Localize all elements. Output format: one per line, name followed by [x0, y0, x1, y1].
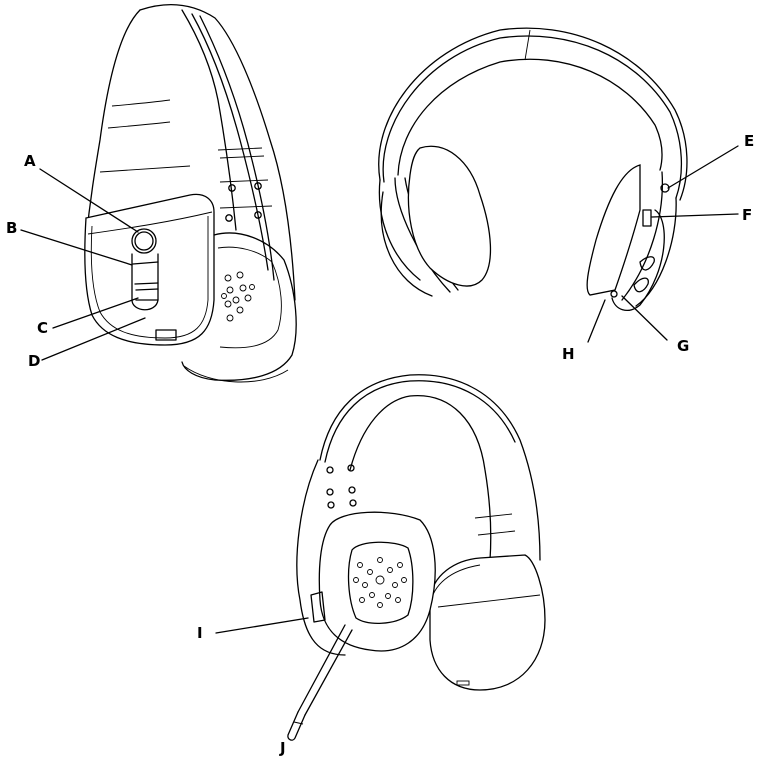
- callout-label-c: C: [37, 319, 49, 337]
- speaker-grille-2: [353, 557, 407, 608]
- callout-label-g: G: [677, 337, 690, 355]
- volume-slider: [642, 209, 652, 227]
- callout-lines-mic: [215, 617, 309, 634]
- power-button-ring: [131, 228, 157, 254]
- callout-label-h: H: [562, 345, 575, 363]
- callout-label-a: A: [24, 152, 36, 170]
- callout-lines-front: [587, 145, 739, 343]
- mic-view-headset: [287, 374, 546, 741]
- callout-lines-side: [20, 168, 146, 361]
- power-button: [134, 231, 154, 251]
- callout-label-b: B: [6, 219, 18, 237]
- callout-label-f: F: [742, 206, 753, 224]
- callout-label-i: I: [197, 624, 203, 642]
- speaker-grille: [221, 271, 255, 322]
- callout-label-d: D: [28, 352, 41, 370]
- callout-label-j: J: [280, 739, 286, 757]
- front-view-headset: [378, 27, 688, 311]
- callout-label-e: E: [744, 132, 755, 150]
- side-view-headset: [84, 4, 297, 383]
